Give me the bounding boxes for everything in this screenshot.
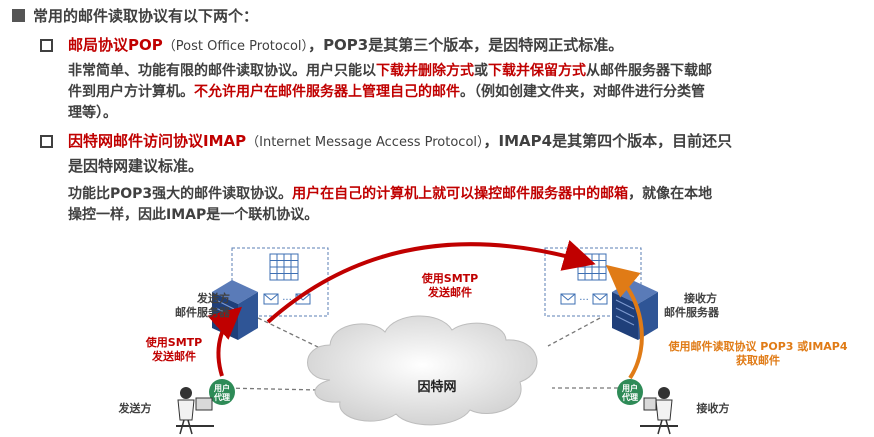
imap-title-line2: 是因特网建议标准。 xyxy=(68,157,204,175)
imap-checkbox-icon xyxy=(40,135,53,148)
pop-checkbox-icon xyxy=(40,39,53,52)
sender-server-label: 发送方 邮件服务器 xyxy=(140,292,230,320)
pop-highlight-delete: 下载并删除方式 xyxy=(376,63,474,79)
sender-user-agent xyxy=(209,379,235,405)
receiver-user-agent xyxy=(617,379,643,405)
receiver-mailbox-grid-icon xyxy=(577,253,607,281)
receiver-mail-dots: ··· xyxy=(579,295,589,306)
smtp-left-label-line1: 使用SMTP xyxy=(145,336,203,349)
imap-title: 因特网邮件访问协议IMAP（Internet Message Access Pr… xyxy=(68,131,732,153)
imap-desc-text1: 功能比POP3强大的邮件读取协议。 xyxy=(68,186,293,202)
smtp-left-label-line2: 发送邮件 xyxy=(152,350,196,363)
pop-desc-text1: 非常简单、功能有限的邮件读取协议。用户只能以 xyxy=(68,63,376,79)
smtp-client-to-server-arrow xyxy=(207,306,243,377)
pop-highlight-keep: 下载并保留方式 xyxy=(488,63,586,79)
pop-desc-line1: 非常简单、功能有限的邮件读取协议。用户只能以下载并删除方式或下载并保留方式从邮件… xyxy=(68,61,828,82)
receiver-server-label: 接收方 邮件服务器 xyxy=(664,292,754,320)
sender-label: 发送方 xyxy=(118,402,152,415)
internet-cloud xyxy=(307,315,538,426)
smtp-server-to-server-arrow xyxy=(266,239,596,324)
sender-ua-line1: 用户 xyxy=(214,384,230,393)
heading-text: 常用的邮件读取协议有以下两个： xyxy=(33,7,259,25)
read-protocol-arrow xyxy=(605,264,644,380)
sender-ua-line2: 代理 xyxy=(214,393,230,402)
pop-desc-text3: 从邮件服务器下载邮 xyxy=(586,63,712,79)
pop-desc-text4: 件到用户方计算机。 xyxy=(68,84,194,100)
pop-desc-line2: 件到用户方计算机。不允许用户在邮件服务器上管理自己的邮件。（例如创建文件夹，对邮… xyxy=(68,82,705,103)
imap-name: 因特网邮件访问协议IMAP xyxy=(68,132,247,150)
pop-desc-text2: 或 xyxy=(474,63,488,79)
receiver-ua-line1: 用户 xyxy=(622,384,638,393)
pop-title: 邮局协议POP（Post Office Protocol），POP3是其第三个版… xyxy=(68,35,623,57)
sender-person-icon xyxy=(176,387,214,435)
receiver-mail-envelope-icon xyxy=(560,293,608,305)
pop-desc-text5: 。（例如创建文件夹，对邮件进行分类管 xyxy=(460,84,705,100)
heading-bullet xyxy=(12,9,25,22)
receiver-server-label-line2: 邮件服务器 xyxy=(664,306,719,319)
smtp-top-label-line1: 使用SMTP xyxy=(421,272,479,285)
receiver-user-agent-label: 用户 代理 xyxy=(617,384,643,402)
sender-server-label-line2: 邮件服务器 xyxy=(175,306,230,319)
sender-server-label-line1: 发送方 xyxy=(197,292,230,305)
read-protocol-label-line1: 使用邮件读取协议 POP3 或IMAP4 xyxy=(668,340,848,353)
receiver-server-icon xyxy=(612,280,658,340)
smtp-left-label: 使用SMTP 发送邮件 xyxy=(134,336,214,364)
pop-highlight-nomanage: 不允许用户在邮件服务器上管理自己的邮件 xyxy=(194,84,460,100)
read-protocol-label-line2: 获取邮件 xyxy=(736,354,780,367)
sender-user-agent-label: 用户 代理 xyxy=(209,384,235,402)
imap-desc-line1: 功能比POP3强大的邮件读取协议。用户在自己的计算机上就可以操控邮件服务器中的邮… xyxy=(68,184,712,205)
link-sender-cloud xyxy=(221,387,321,391)
imap-desc-text2: ，就像在本地 xyxy=(628,186,713,202)
receiver-label: 接收方 xyxy=(696,402,730,415)
internet-label: 因特网 xyxy=(417,380,457,395)
sender-mailbox-grid-icon xyxy=(269,253,299,281)
imap-paren: （Internet Message Access Protocol） xyxy=(246,135,484,150)
pop-paren: （Post Office Protocol） xyxy=(162,39,309,54)
pop-name: 邮局协议POP xyxy=(68,36,163,54)
link-sender-server-cloud xyxy=(257,317,321,349)
sender-mail-dots: ··· xyxy=(282,295,292,306)
receiver-server-label-line1: 接收方 xyxy=(684,292,717,305)
imap-highlight: 用户在自己的计算机上就可以操控邮件服务器中的邮箱 xyxy=(292,186,629,202)
imap-rest: ，IMAP4是其第四个版本，目前还只 xyxy=(483,132,733,150)
smtp-top-label: 使用SMTP 发送邮件 xyxy=(400,272,500,300)
receiver-person-icon xyxy=(640,387,678,435)
imap-desc-line2: 操控一样，因此IMAP是一个联机协议。 xyxy=(68,207,319,223)
pop-desc-line3: 理等）。 xyxy=(68,105,117,121)
receiver-ua-line2: 代理 xyxy=(622,393,638,402)
pop-rest: ，POP3是其第三个版本，是因特网正式标准。 xyxy=(308,36,624,54)
network-links xyxy=(221,317,618,391)
link-receiver-server-cloud xyxy=(547,317,601,347)
read-protocol-label: 使用邮件读取协议 POP3 或IMAP4 获取邮件 xyxy=(648,340,868,368)
smtp-top-label-line2: 发送邮件 xyxy=(428,286,472,299)
